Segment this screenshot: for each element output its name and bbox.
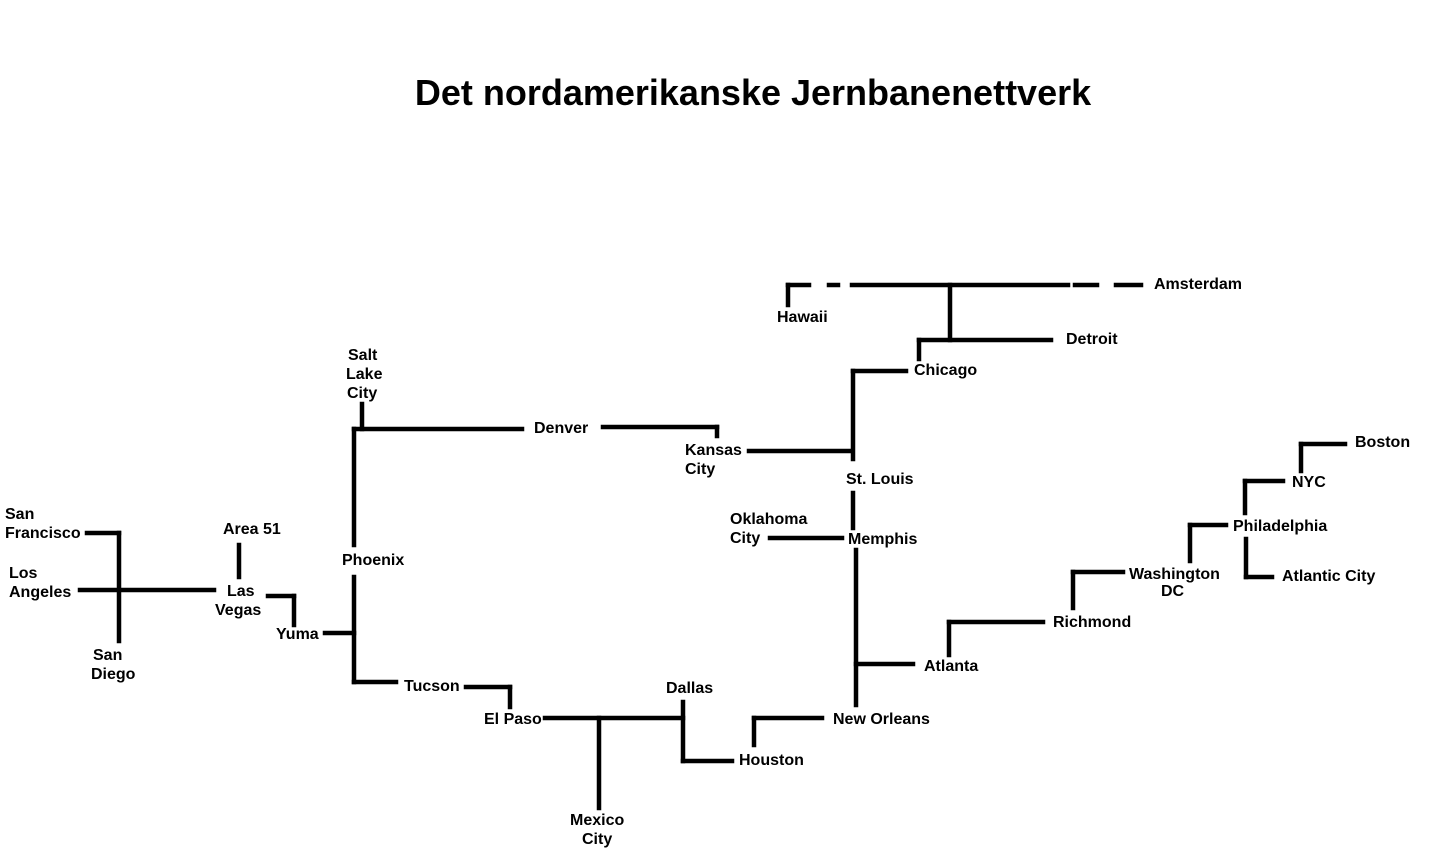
- label-line: Diego: [91, 666, 136, 683]
- city-label-atlantic-city: Atlantic City: [1282, 568, 1375, 585]
- city-label-san-diego: San Diego: [91, 647, 136, 683]
- label-line: San: [93, 647, 122, 664]
- city-label-area-51: Area 51: [223, 521, 281, 538]
- railway-tracks: [77, 282, 1348, 811]
- city-label-memphis: Memphis: [848, 531, 917, 548]
- label-line: Oklahoma: [730, 511, 807, 528]
- city-label-boston: Boston: [1355, 434, 1410, 451]
- city-label-hawaii: Hawaii: [777, 309, 828, 326]
- label-line: City: [582, 831, 612, 848]
- label-line: City: [685, 461, 715, 478]
- city-label-mexico-city: Mexico City: [570, 812, 629, 848]
- label-line: Washington: [1129, 566, 1220, 583]
- city-labels: San Francisco Los Angeles San Diego Area…: [5, 276, 1410, 848]
- label-line: Francisco: [5, 525, 81, 542]
- city-label-tucson: Tucson: [404, 678, 460, 695]
- city-label-washington-dc: Washington DC: [1129, 566, 1224, 600]
- city-label-los-angeles: Los Angeles: [9, 565, 71, 601]
- city-label-detroit: Detroit: [1066, 331, 1118, 348]
- city-label-san-francisco: San Francisco: [5, 506, 81, 542]
- city-label-philadelphia: Philadelphia: [1233, 518, 1327, 535]
- label-line: City: [730, 530, 760, 547]
- diagram-title: Det nordamerikanske Jernbanenettverk: [414, 72, 1092, 113]
- label-line: Los: [9, 565, 38, 582]
- city-label-dallas: Dallas: [666, 680, 713, 697]
- city-label-yuma: Yuma: [276, 626, 319, 643]
- label-line: Las: [227, 583, 255, 600]
- city-label-houston: Houston: [739, 752, 804, 769]
- city-label-chicago: Chicago: [914, 362, 977, 379]
- city-label-nyc: NYC: [1292, 474, 1326, 491]
- city-label-new-orleans: New Orleans: [833, 711, 930, 728]
- label-line: DC: [1161, 583, 1185, 600]
- city-label-atlanta: Atlanta: [924, 658, 978, 675]
- label-line: Vegas: [215, 602, 261, 619]
- city-label-las-vegas: Las Vegas: [215, 583, 261, 619]
- city-label-el-paso: El Paso: [484, 711, 542, 728]
- label-line: San: [5, 506, 34, 523]
- label-line: Angeles: [9, 584, 71, 601]
- label-line: Kansas: [685, 442, 742, 459]
- label-line: City: [347, 385, 377, 402]
- city-label-denver: Denver: [534, 420, 588, 437]
- label-line: Mexico: [570, 812, 624, 829]
- city-label-st-louis: St. Louis: [846, 471, 914, 488]
- city-label-salt-lake-city: Salt Lake City: [346, 347, 387, 402]
- label-line: Salt: [348, 347, 378, 364]
- city-label-richmond: Richmond: [1053, 614, 1131, 631]
- city-label-amsterdam: Amsterdam: [1154, 276, 1242, 293]
- label-line: Lake: [346, 366, 383, 383]
- city-label-phoenix: Phoenix: [342, 552, 404, 569]
- city-label-kansas-city: Kansas City: [685, 442, 746, 478]
- city-label-oklahoma-city: Oklahoma City: [730, 511, 812, 547]
